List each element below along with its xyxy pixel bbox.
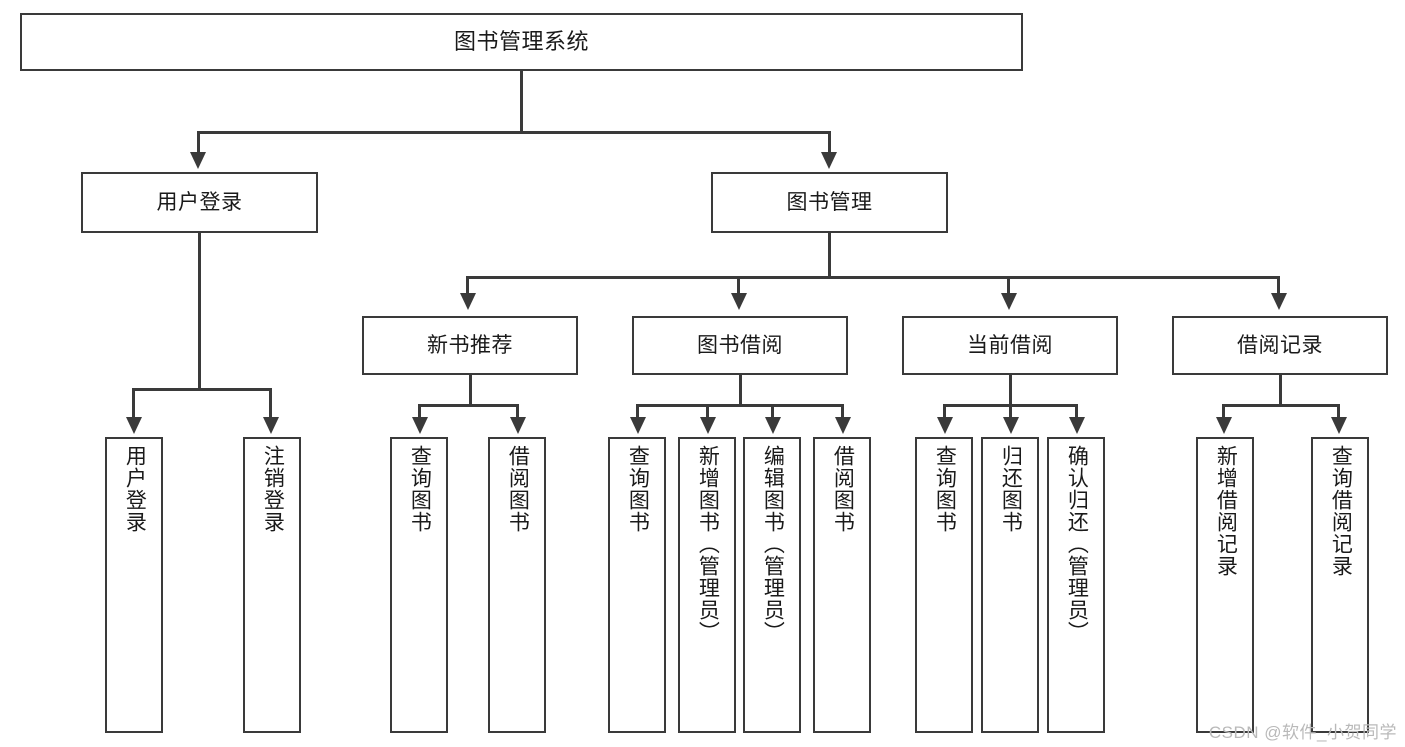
arrow-to-level2-2 xyxy=(1001,293,1017,310)
connector-book-borrow-stem xyxy=(739,375,742,406)
node-label: 查询图书 xyxy=(933,445,957,533)
connector-drop-user-login xyxy=(197,131,200,155)
node-label: 归还图书 xyxy=(999,445,1023,533)
connector-drop-br-leaf-1 xyxy=(1337,404,1340,418)
node-label: 用户登录 xyxy=(156,190,243,214)
connector-drop-nbr-leaf-0 xyxy=(418,404,421,418)
connector-drop-level2-0 xyxy=(466,276,469,294)
node-book-borrow[interactable]: 图书借阅 xyxy=(632,316,848,375)
leaf-book-borrow-1[interactable]: 新增图书（管理员） xyxy=(678,437,736,733)
connector-drop-cb-leaf-2 xyxy=(1075,404,1078,418)
leaf-borrow-record-0[interactable]: 新增借阅记录 xyxy=(1196,437,1254,733)
node-book-management[interactable]: 图书管理 xyxy=(711,172,948,233)
leaf-book-borrow-2[interactable]: 编辑图书（管理员） xyxy=(743,437,801,733)
node-label: 编辑图书（管理员） xyxy=(761,445,785,643)
node-label: 借阅图书 xyxy=(831,445,855,533)
connector-drop-cb-leaf-0 xyxy=(943,404,946,418)
node-label: 借阅图书 xyxy=(506,445,530,533)
node-root-book-management-system[interactable]: 图书管理系统 xyxy=(20,13,1023,71)
node-label: 新增图书（管理员） xyxy=(696,445,720,643)
connector-drop-bb-leaf-0 xyxy=(636,404,639,418)
arrow-to-bb-leaf-3 xyxy=(835,417,851,434)
connector-drop-bb-leaf-2 xyxy=(771,404,774,418)
leaf-user-login-0[interactable]: 用户登录 xyxy=(105,437,163,733)
connector-borrow-record-stem xyxy=(1279,375,1282,406)
connector-level2-bus xyxy=(466,276,1280,279)
arrow-to-br-leaf-1 xyxy=(1331,417,1347,434)
connector-drop-level2-3 xyxy=(1277,276,1280,294)
node-label: 用户登录 xyxy=(123,445,147,533)
leaf-new-book-recommend-0[interactable]: 查询图书 xyxy=(390,437,448,733)
leaf-new-book-recommend-1[interactable]: 借阅图书 xyxy=(488,437,546,733)
arrow-to-level2-0 xyxy=(460,293,476,310)
node-label: 查询图书 xyxy=(626,445,650,533)
connector-root-stem xyxy=(520,71,523,133)
node-current-borrow[interactable]: 当前借阅 xyxy=(902,316,1118,375)
arrow-to-level2-3 xyxy=(1271,293,1287,310)
node-label: 注销登录 xyxy=(261,445,285,533)
connector-user-login-bus xyxy=(132,388,271,391)
arrow-to-bb-leaf-0 xyxy=(630,417,646,434)
connector-drop-level2-1 xyxy=(737,276,740,294)
leaf-current-borrow-1[interactable]: 归还图书 xyxy=(981,437,1039,733)
node-new-book-recommend[interactable]: 新书推荐 xyxy=(362,316,578,375)
arrow-to-bb-leaf-2 xyxy=(765,417,781,434)
leaf-book-borrow-0[interactable]: 查询图书 xyxy=(608,437,666,733)
connector-new-book-recommend-stem xyxy=(469,375,472,406)
node-label: 当前借阅 xyxy=(967,333,1053,357)
arrow-to-cb-leaf-0 xyxy=(937,417,953,434)
leaf-borrow-record-1[interactable]: 查询借阅记录 xyxy=(1311,437,1369,733)
connector-drop-user-login-leaf-1 xyxy=(269,388,272,418)
arrow-to-book-management xyxy=(821,152,837,169)
connector-drop-bb-leaf-3 xyxy=(841,404,844,418)
connector-borrow-record-bus xyxy=(1222,404,1340,407)
arrow-to-user-login-leaf-0 xyxy=(126,417,142,434)
node-label: 确认归还（管理员） xyxy=(1065,445,1089,643)
arrow-to-nbr-leaf-0 xyxy=(412,417,428,434)
leaf-current-borrow-2[interactable]: 确认归还（管理员） xyxy=(1047,437,1105,733)
arrow-to-user-login xyxy=(190,152,206,169)
connector-new-book-recommend-bus xyxy=(418,404,518,407)
node-label: 借阅记录 xyxy=(1237,333,1323,357)
arrow-to-br-leaf-0 xyxy=(1216,417,1232,434)
node-borrow-record[interactable]: 借阅记录 xyxy=(1172,316,1388,375)
connector-drop-user-login-leaf-0 xyxy=(132,388,135,418)
leaf-current-borrow-0[interactable]: 查询图书 xyxy=(915,437,973,733)
arrow-to-nbr-leaf-1 xyxy=(510,417,526,434)
connector-book-management-stem xyxy=(828,233,831,278)
leaf-user-login-1[interactable]: 注销登录 xyxy=(243,437,301,733)
connector-drop-nbr-leaf-1 xyxy=(516,404,519,418)
connector-drop-book-management xyxy=(828,131,831,155)
connector-drop-level2-2 xyxy=(1007,276,1010,294)
node-label: 图书管理 xyxy=(786,190,873,214)
node-label: 查询图书 xyxy=(408,445,432,533)
node-label: 图书借阅 xyxy=(697,333,783,357)
arrow-to-cb-leaf-2 xyxy=(1069,417,1085,434)
node-user-login[interactable]: 用户登录 xyxy=(81,172,318,233)
arrow-to-bb-leaf-1 xyxy=(700,417,716,434)
connector-drop-br-leaf-0 xyxy=(1222,404,1225,418)
node-label: 新增借阅记录 xyxy=(1214,445,1238,577)
watermark: CSDN @软件_小贺同学 xyxy=(1208,723,1397,742)
leaf-book-borrow-3[interactable]: 借阅图书 xyxy=(813,437,871,733)
connector-book-borrow-bus xyxy=(636,404,844,407)
node-label: 新书推荐 xyxy=(427,333,513,357)
arrow-to-user-login-leaf-1 xyxy=(263,417,279,434)
arrow-to-cb-leaf-1 xyxy=(1003,417,1019,434)
node-label: 图书管理系统 xyxy=(453,28,589,54)
connector-drop-cb-leaf-1 xyxy=(1009,404,1012,418)
connector-current-borrow-stem xyxy=(1009,375,1012,406)
node-label: 查询借阅记录 xyxy=(1329,445,1353,577)
connector-level1-bus xyxy=(197,131,831,134)
connector-drop-bb-leaf-1 xyxy=(706,404,709,418)
arrow-to-level2-1 xyxy=(731,293,747,310)
connector-user-login-stem xyxy=(198,233,201,390)
